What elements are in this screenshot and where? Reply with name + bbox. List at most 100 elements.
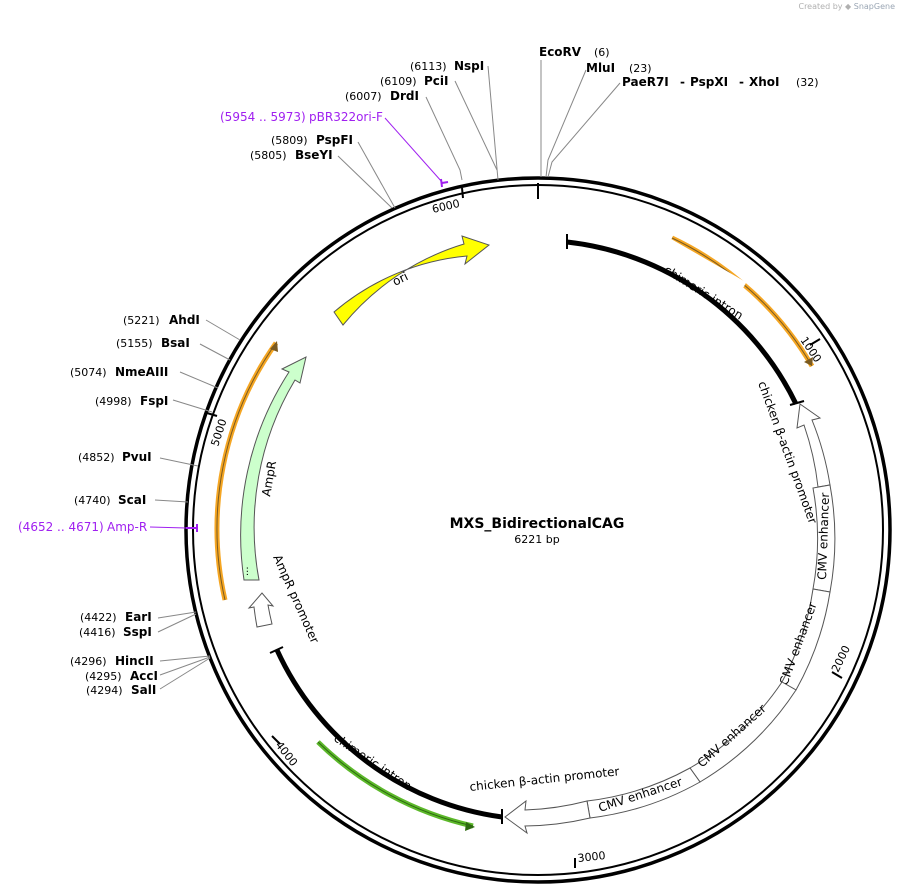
leader-scai <box>154 499 189 503</box>
tick-1000-mark <box>809 338 821 346</box>
site-paer7i-name: PaeR7I <box>622 75 669 89</box>
feature-ampr <box>240 356 307 581</box>
leader-fspi <box>172 399 213 413</box>
leader-sspi <box>157 613 197 633</box>
site-scai-name: ScaI <box>118 493 146 507</box>
site-eari-pos: (4422) <box>80 611 117 624</box>
leader-bsai <box>199 343 231 361</box>
primer-arc-bottom-head <box>465 822 475 831</box>
site-mlui-name: MluI <box>586 61 615 75</box>
site-bsai-name: BsaI <box>161 336 190 350</box>
site-nmeaiii-pos: (5074) <box>70 366 107 379</box>
primer-pbr322ori-f-mark <box>441 181 449 184</box>
site-hincii-pos: (4296) <box>70 655 107 668</box>
leader-eari <box>157 611 197 619</box>
site-nmeaiii-name: NmeAIII <box>115 365 168 379</box>
primer-pbr322ori-f-range: (5954 .. 5973) <box>220 110 306 124</box>
feature-ori <box>333 235 491 326</box>
tick-6000-label: 6000 <box>431 197 461 216</box>
tick-2000-label: 2000 <box>829 643 853 674</box>
feature-chimeric-intron-1 <box>566 239 799 406</box>
site-mlui-pos: (23) <box>629 62 652 75</box>
site-pcii-pos: (6109) <box>380 75 417 88</box>
leader-pbr322ori-f <box>384 117 443 183</box>
feature-ampr-promoter-label: AmpR promoter <box>270 553 322 646</box>
site-labels-top: EcoRV (6) MluI (23) PaeR7I - PspXI - Xho… <box>220 45 819 162</box>
tick-2000-mark <box>831 671 843 679</box>
site-acci-pos: (4295) <box>85 670 122 683</box>
site-sep-2: - <box>739 75 744 89</box>
plasmid-name: MXS_BidirectionalCAG <box>450 516 625 532</box>
backbone-outer-ring <box>184 176 892 884</box>
leader-bseyi <box>337 155 393 209</box>
credit-prefix: Created by <box>798 2 843 11</box>
leader-ahdi <box>205 319 241 341</box>
feature-chicken-actin-promoter-2 <box>504 799 591 835</box>
feature-chimeric-intron-2-start <box>269 646 284 654</box>
site-nspi-name: NspI <box>454 59 484 73</box>
feature-chicken-actin-promoter-2-label: chicken β-actin promoter <box>469 764 620 794</box>
site-bseyi-name: BseYI <box>295 148 333 162</box>
site-sspi-pos: (4416) <box>79 626 116 639</box>
snapgene-credit: Created by ◆ SnapGene <box>798 2 895 11</box>
site-drdi-name: DrdI <box>390 89 419 103</box>
site-acci-name: AccI <box>130 669 158 683</box>
tick-5000-mark <box>206 412 218 417</box>
site-pspxi-name: PspXI <box>690 75 728 89</box>
site-nspi-pos: (6113) <box>410 60 447 73</box>
leader-mlui <box>545 69 587 178</box>
credit-brand: SnapGene <box>853 2 895 11</box>
leader-acci <box>159 656 211 676</box>
site-pcii-name: PciI <box>424 74 449 88</box>
site-ecorv-name: EcoRV <box>539 45 582 59</box>
feature-chimeric-intron-1-end <box>789 400 805 406</box>
site-sep-1: - <box>680 75 685 89</box>
site-pvui-pos: (4852) <box>78 451 115 464</box>
feature-chicken-actin-promoter-1-label: chicken β-actin promoter <box>755 379 820 525</box>
leader-nmeaiii <box>179 371 219 389</box>
primer-arc-left-head <box>270 341 278 352</box>
primer-pbr322ori-f-name: pBR322ori-F <box>309 110 383 124</box>
leader-xhoi <box>547 82 621 178</box>
leader-drdi <box>425 96 463 181</box>
feature-ampr-promoter <box>247 592 275 628</box>
site-leader-lines <box>149 60 621 690</box>
feature-chimeric-intron-2 <box>274 648 503 820</box>
site-xhoi-pos: (32) <box>796 76 819 89</box>
site-sali-pos: (4294) <box>86 684 123 697</box>
primer-arc-right-outline <box>671 237 813 367</box>
leader-pcii <box>454 80 498 171</box>
site-fspi-pos: (4998) <box>95 395 132 408</box>
site-pspfi-name: PspFI <box>316 133 353 147</box>
site-sspi-name: SspI <box>123 625 152 639</box>
leader-pvui <box>159 457 199 467</box>
snapgene-logo-icon: ◆ <box>845 2 852 11</box>
primer-amp-r-name: Amp-R <box>107 520 147 534</box>
leader-nspi <box>487 65 499 181</box>
site-xhoi-name: XhoI <box>749 75 780 89</box>
primer-pbr322ori-f-tick <box>440 178 443 188</box>
site-bsai-pos: (5155) <box>116 337 153 350</box>
site-ahdi-pos: (5221) <box>123 314 160 327</box>
site-fspi-name: FspI <box>140 394 168 408</box>
primer-arc-right-head <box>804 357 813 366</box>
tick-4000-mark <box>271 735 281 745</box>
primer-amp-r-range: (4652 .. 4671) <box>18 520 104 534</box>
feature-ori-label: ori <box>390 269 410 288</box>
site-pspfi-pos: (5809) <box>271 134 308 147</box>
leader-hincii <box>159 655 211 662</box>
site-eari-name: EarI <box>125 610 152 624</box>
primer-arc-bottom-outline <box>317 741 474 827</box>
site-pvui-name: PvuI <box>122 450 152 464</box>
feature-cmv-enhancer-1-label: CMV enhancer <box>815 492 832 580</box>
feature-ampr-label: AmpR <box>259 460 279 498</box>
site-sali-name: SalI <box>131 683 156 697</box>
site-hincii-name: HincII <box>115 654 154 668</box>
tick-6000-mark <box>461 187 464 199</box>
site-drdi-pos: (6007) <box>345 90 382 103</box>
leader-amp-r <box>149 526 187 529</box>
tick-3000-label: 3000 <box>577 849 606 865</box>
site-ecorv-pos: (6) <box>594 46 610 59</box>
ampr-dots: ... <box>240 566 251 576</box>
